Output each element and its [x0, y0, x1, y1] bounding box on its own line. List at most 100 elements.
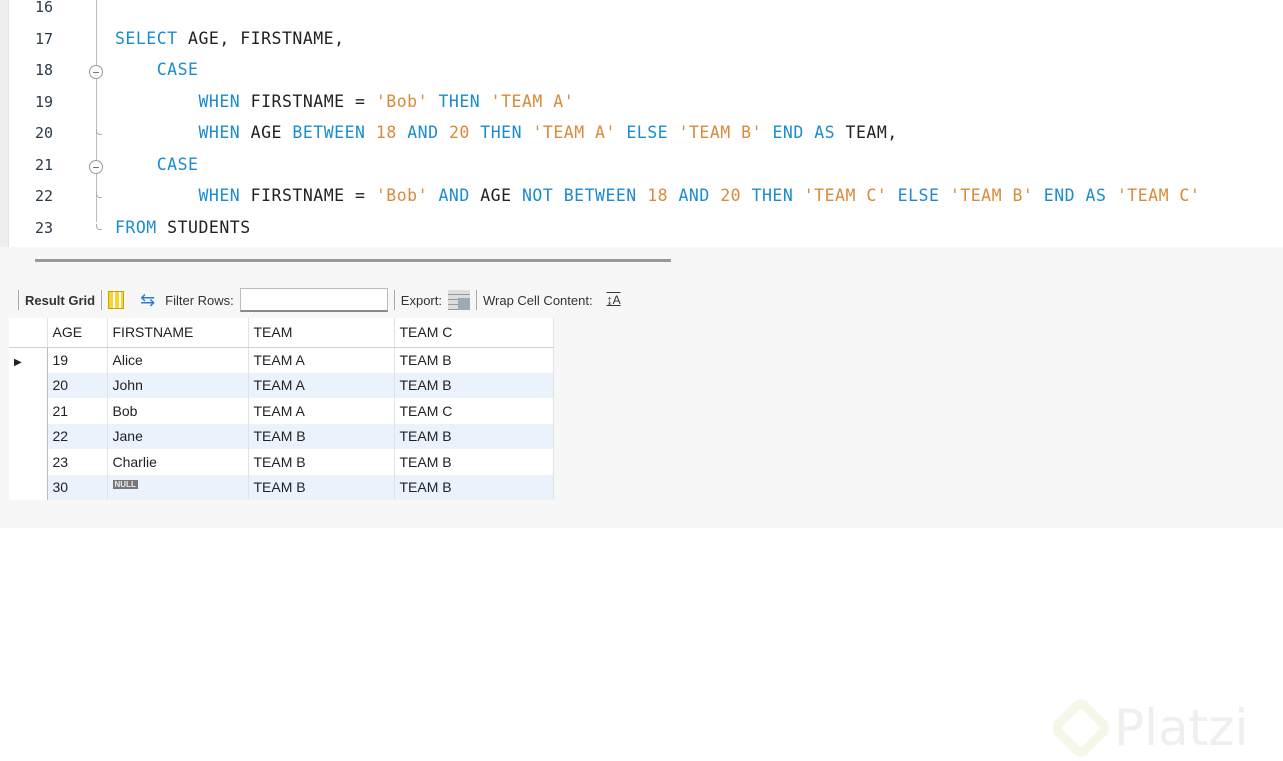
export-label: Export: — [400, 292, 442, 308]
wrap-cell-content-icon[interactable]: ↨A — [606, 293, 621, 307]
sql-text: AGE — [469, 186, 522, 205]
sql-literal: 'TEAM B' — [678, 123, 763, 142]
table-cell[interactable]: 30 — [47, 474, 108, 500]
table-cell[interactable]: Jane — [107, 423, 249, 449]
table-cell[interactable]: 23 — [47, 449, 108, 475]
table-cell[interactable]: TEAM B — [394, 474, 554, 500]
sql-literal: 'TEAM C' — [803, 186, 888, 205]
code-line[interactable]: SELECT AGE, FIRSTNAME, — [115, 29, 345, 48]
table-cell[interactable]: TEAM B — [248, 474, 395, 500]
table-cell[interactable]: TEAM A — [248, 347, 395, 373]
table-cell[interactable]: TEAM B — [248, 449, 395, 475]
sql-text — [522, 123, 532, 142]
fold-toggle-icon[interactable] — [89, 65, 103, 79]
line-number: 18 — [35, 61, 54, 79]
filter-rows-input[interactable] — [239, 288, 388, 312]
sql-literal: 20 — [720, 186, 742, 205]
row-indicator[interactable] — [9, 449, 48, 475]
sql-text — [115, 186, 198, 205]
filter-rows-label: Filter Rows: — [165, 292, 234, 308]
table-cell[interactable]: TEAM B — [248, 423, 395, 449]
code-line[interactable]: WHEN FIRSTNAME = 'Bob' THEN 'TEAM A' — [115, 92, 574, 111]
code-line[interactable]: WHEN FIRSTNAME = 'Bob' AND AGE NOT BETWE… — [115, 186, 1200, 205]
code-line[interactable]: FROM STUDENTS — [115, 218, 251, 237]
row-indicator[interactable] — [9, 372, 48, 398]
table-cell[interactable]: 21 — [47, 398, 108, 424]
sql-literal: 'Bob' — [375, 91, 429, 111]
table-cell[interactable]: TEAM B — [394, 449, 554, 475]
table-cell[interactable]: Bob — [107, 398, 249, 424]
table-cell[interactable]: 19 — [47, 347, 108, 373]
sql-keyword: SELECT — [115, 28, 178, 48]
table-cell[interactable]: 22 — [47, 423, 108, 449]
table-cell[interactable]: TEAM C — [394, 398, 554, 424]
sql-text — [668, 123, 678, 142]
row-indicator[interactable] — [9, 398, 48, 424]
table-cell[interactable]: Alice — [107, 347, 249, 373]
sql-text: FIRSTNAME = — [240, 91, 376, 111]
export-icon[interactable] — [447, 290, 470, 310]
column-header[interactable]: FIRSTNAME — [107, 318, 249, 348]
refresh-icon[interactable]: ⇆ — [140, 289, 156, 310]
table-cell[interactable]: Charlie — [107, 449, 249, 475]
code-line[interactable]: CASE — [115, 60, 199, 79]
sql-keyword: AND — [407, 123, 439, 142]
sql-text — [439, 123, 449, 142]
sql-text — [115, 123, 198, 142]
watermark-text: Platzi — [1114, 699, 1249, 757]
row-indicator[interactable] — [9, 423, 48, 449]
form-editor-icon[interactable] — [108, 291, 125, 309]
column-header[interactable]: TEAM — [248, 318, 395, 348]
fold-guide — [96, 0, 97, 222]
sql-text — [762, 123, 772, 142]
editor-horizontal-scrollbar[interactable] — [35, 259, 671, 262]
row-indicator[interactable]: ▶ — [9, 347, 48, 373]
line-number: 23 — [35, 218, 54, 237]
sql-keyword: WHEN — [198, 91, 241, 111]
table-cell[interactable]: TEAM B — [394, 372, 554, 398]
sql-text — [397, 123, 407, 142]
sql-keyword: THEN — [438, 91, 481, 111]
table-cell[interactable]: NULL — [107, 474, 249, 500]
table-cell[interactable]: John — [107, 372, 249, 398]
sql-text — [470, 123, 480, 142]
table-cell[interactable]: 20 — [47, 372, 108, 398]
line-number: 20 — [35, 124, 54, 142]
sql-text — [616, 123, 626, 142]
code-line[interactable]: WHEN AGE BETWEEN 18 AND 20 THEN 'TEAM A'… — [115, 123, 898, 142]
sql-literal: 'Bob' — [375, 186, 429, 205]
column-header[interactable]: AGE — [47, 318, 108, 348]
sql-keyword: WHEN — [198, 123, 241, 142]
sql-text — [741, 186, 751, 205]
row-indicator[interactable] — [9, 474, 48, 500]
result-panel: Result Grid ⇆ Filter Rows: Export: Wrap … — [0, 247, 1283, 761]
line-number: 17 — [35, 29, 54, 48]
result-grid-tab[interactable]: Result Grid — [25, 292, 96, 308]
sql-text — [428, 186, 438, 205]
sql-keyword: WHEN — [198, 186, 241, 205]
table-cell[interactable]: TEAM A — [248, 398, 395, 424]
sql-keyword: AND — [438, 186, 470, 205]
sql-keyword: FROM — [115, 217, 157, 237]
code-line[interactable]: CASE — [115, 155, 199, 174]
line-number: 21 — [35, 155, 54, 174]
table-cell[interactable]: TEAM A — [248, 372, 395, 398]
column-header[interactable]: TEAM C — [394, 318, 554, 348]
sql-literal: 18 — [647, 186, 669, 205]
fold-end-marker — [96, 192, 102, 198]
current-row-arrow-icon: ▶ — [14, 357, 22, 368]
sql-keyword: ELSE — [626, 123, 669, 142]
fold-toggle-icon[interactable] — [89, 159, 103, 174]
table-cell[interactable]: TEAM B — [394, 347, 554, 373]
table-cell[interactable]: TEAM B — [394, 423, 554, 449]
sql-keyword: NOT BETWEEN — [521, 186, 637, 205]
platzi-watermark: Platzi — [1048, 695, 1249, 761]
